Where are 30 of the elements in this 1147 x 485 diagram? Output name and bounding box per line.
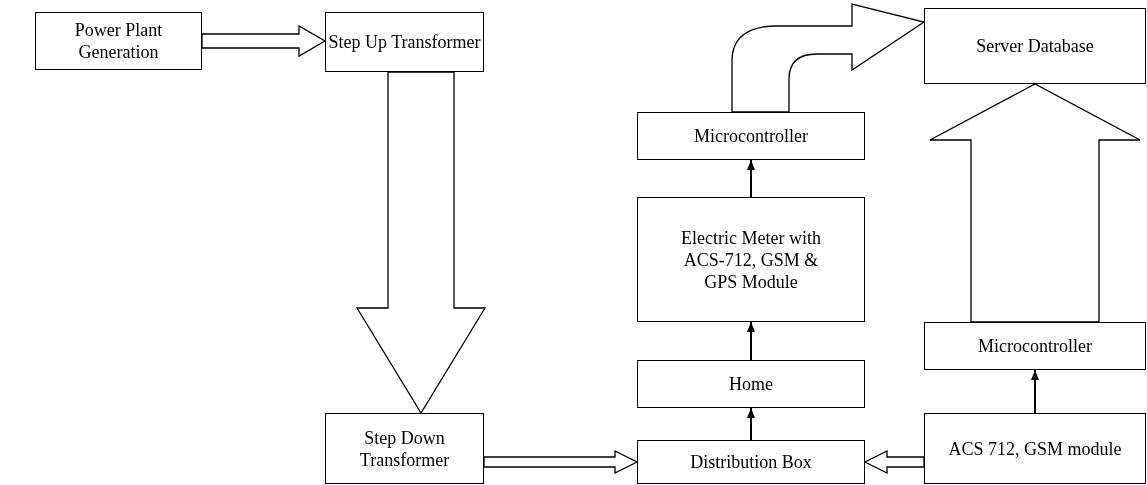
- curved-block-arrow: [731, 3, 925, 113]
- block-arrow: [355, 71, 487, 415]
- box-label: Microcontroller: [978, 335, 1092, 357]
- block-arrow: [863, 449, 925, 475]
- box-label: Microcontroller: [694, 125, 808, 147]
- process-box: [924, 413, 1146, 484]
- process-box: [924, 322, 1146, 370]
- process-box: [924, 8, 1146, 84]
- box-label: Electric Meter with ACS-712, GSM & GPS Module: [680, 226, 822, 293]
- arrow: [1031, 369, 1039, 414]
- process-box: [637, 360, 865, 408]
- process-box: [35, 12, 202, 70]
- process-box: [637, 197, 865, 322]
- box-label: Step Up Transformer: [328, 31, 481, 53]
- box-label: Home: [729, 373, 773, 395]
- block-arrow: [201, 24, 327, 58]
- block-arrow: [929, 83, 1141, 323]
- process-box: [637, 112, 865, 160]
- process-box: [637, 440, 865, 484]
- box-label: ACS 712, GSM module: [948, 437, 1122, 460]
- arrow: [747, 159, 755, 198]
- process-box: [325, 12, 484, 72]
- box-label: Distribution Box: [690, 451, 812, 473]
- box-label: Server Database: [976, 35, 1094, 57]
- box-label: Step Down Transformer: [358, 426, 451, 471]
- block-arrow: [483, 449, 639, 475]
- arrow: [747, 321, 755, 361]
- box-label: Power Plant Generation: [73, 19, 164, 63]
- arrow: [747, 407, 755, 441]
- process-box: [325, 413, 484, 484]
